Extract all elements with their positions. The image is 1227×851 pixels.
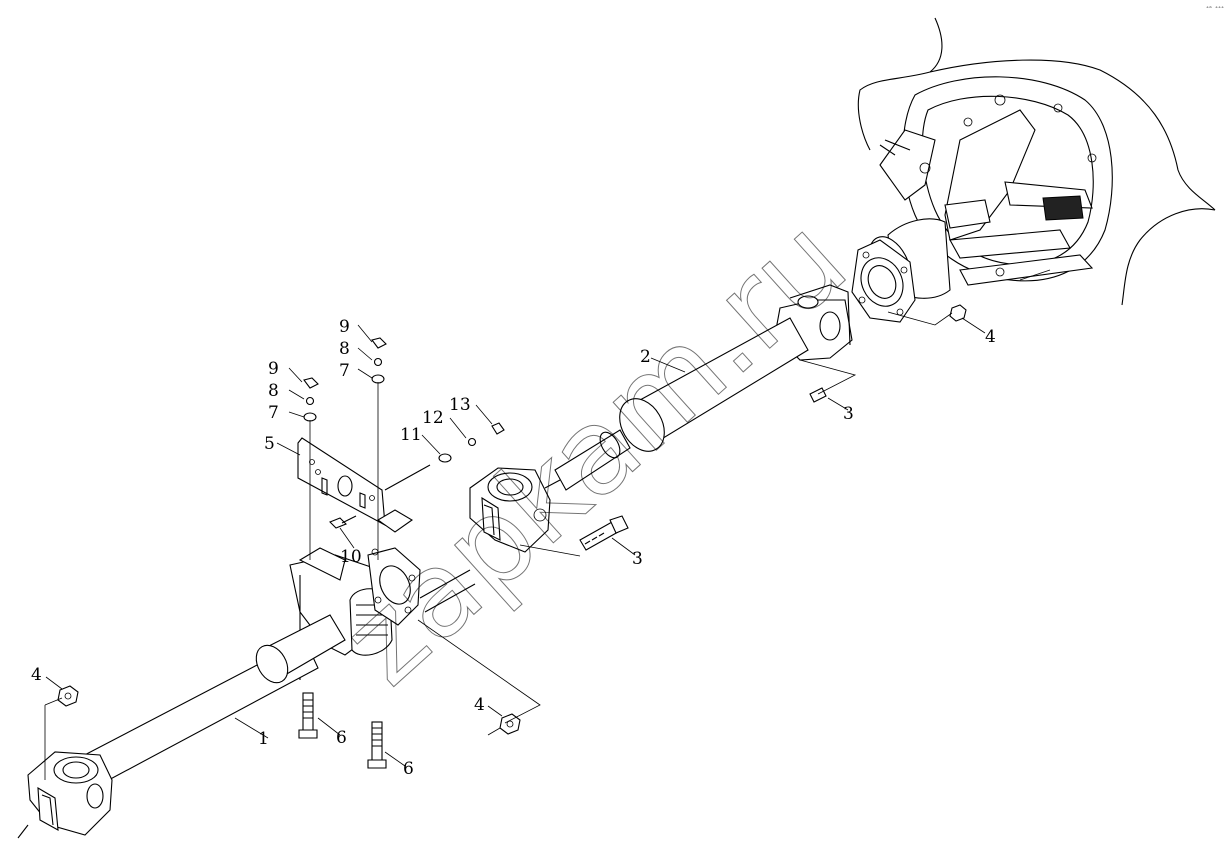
callout-5: 5 — [264, 434, 275, 454]
callout-12: 12 — [422, 408, 444, 428]
callout-4-axle: 4 — [985, 327, 996, 347]
callout-7-right: 7 — [339, 361, 350, 381]
shaft-2 — [544, 284, 853, 491]
callout-9-right: 9 — [339, 317, 350, 337]
callout-11: 11 — [400, 425, 422, 445]
front-joint — [17, 751, 113, 839]
callout-7-left: 7 — [268, 403, 279, 423]
callout-6-left: 6 — [336, 728, 347, 748]
callout-8-right: 8 — [339, 339, 350, 359]
callout-4-center: 4 — [474, 695, 485, 715]
bracket-plate — [297, 437, 431, 533]
watermark-text: zapkam.ru — [316, 191, 872, 711]
callout-labels: 1 2 3 3 4 4 4 5 6 6 7 7 8 8 9 9 10 11 12… — [31, 317, 996, 779]
corner-mark: ᵒᵐ ᵒᵒᵒ — [1206, 6, 1224, 12]
callout-8-left: 8 — [268, 381, 279, 401]
middle-joint — [469, 467, 551, 553]
callout-3-middle: 3 — [632, 549, 643, 569]
callout-3-upper: 3 — [843, 404, 854, 424]
fasteners — [57, 304, 967, 769]
callout-1: 1 — [258, 729, 269, 749]
callout-9-left: 9 — [268, 359, 279, 379]
callout-13: 13 — [449, 395, 471, 415]
axle-housing — [857, 17, 1216, 306]
callout-6-right: 6 — [403, 759, 414, 779]
callout-10: 10 — [340, 547, 362, 567]
axle-flange — [851, 239, 916, 323]
leader-lines — [44, 269, 1051, 780]
callout-2: 2 — [640, 347, 651, 367]
callout-4-front: 4 — [31, 665, 42, 685]
